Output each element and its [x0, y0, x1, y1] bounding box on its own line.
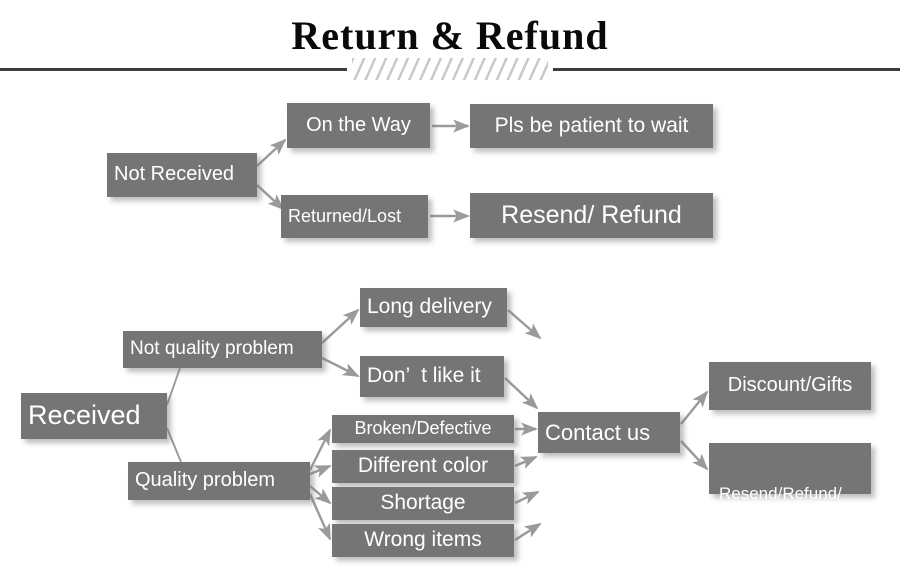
node-received[interactable]: Received [21, 393, 167, 439]
node-label: Long delivery [367, 295, 492, 319]
node-label: Wrong items [364, 528, 482, 552]
node-not-received[interactable]: Not Received [107, 153, 257, 197]
node-label: Quality problem [135, 469, 276, 492]
node-label: Discount/Gifts [727, 374, 853, 397]
node-shortage[interactable]: Shortage [332, 487, 514, 520]
node-label-line2: Discount [719, 538, 786, 558]
divider-rule-right [553, 68, 900, 71]
node-label-line1: Resend/Refund/ [719, 483, 842, 503]
node-label: Not quality problem [130, 338, 294, 360]
node-label: Broken/Defective [354, 418, 492, 439]
page-title: Return & Refund [291, 13, 609, 58]
node-discount-gifts[interactable]: Discount/Gifts [709, 362, 871, 410]
node-long-delivery[interactable]: Long delivery [360, 288, 507, 327]
node-label: Received [28, 400, 141, 431]
node-label: Resend/ Refund [501, 201, 682, 229]
node-label: Returned/Lost [288, 205, 402, 226]
node-label: Different color [357, 454, 489, 478]
node-on-the-way[interactable]: On the Way [287, 103, 430, 148]
node-pls-be-patient-to-wait[interactable]: Pls be patient to wait [470, 104, 713, 148]
node-label: On the Way [306, 113, 411, 136]
node-different-color[interactable]: Different color [332, 450, 514, 483]
node-quality-problem[interactable]: Quality problem [128, 462, 310, 500]
diagonal-hatch-divider-icon [352, 58, 548, 80]
divider-rule-left [0, 68, 347, 71]
node-dont-like-it[interactable]: Don’ t like it [360, 356, 504, 397]
node-label: Don’ t like it [367, 364, 481, 388]
node-label: Shortage [380, 491, 466, 515]
node-not-quality-problem[interactable]: Not quality problem [123, 331, 322, 368]
node-resend-refund-discount[interactable]: Resend/Refund/ Discount [709, 443, 871, 558]
node-contact-us[interactable]: Contact us [538, 412, 680, 453]
node-wrong-items[interactable]: Wrong items [332, 524, 514, 557]
node-returned-lost[interactable]: Returned/Lost [281, 195, 428, 238]
node-label: Not Received [114, 163, 235, 186]
node-label: Contact us [545, 419, 651, 445]
node-resend-refund[interactable]: Resend/ Refund [470, 193, 713, 238]
node-broken-defective[interactable]: Broken/Defective [332, 415, 514, 443]
node-label: Pls be patient to wait [494, 113, 689, 137]
